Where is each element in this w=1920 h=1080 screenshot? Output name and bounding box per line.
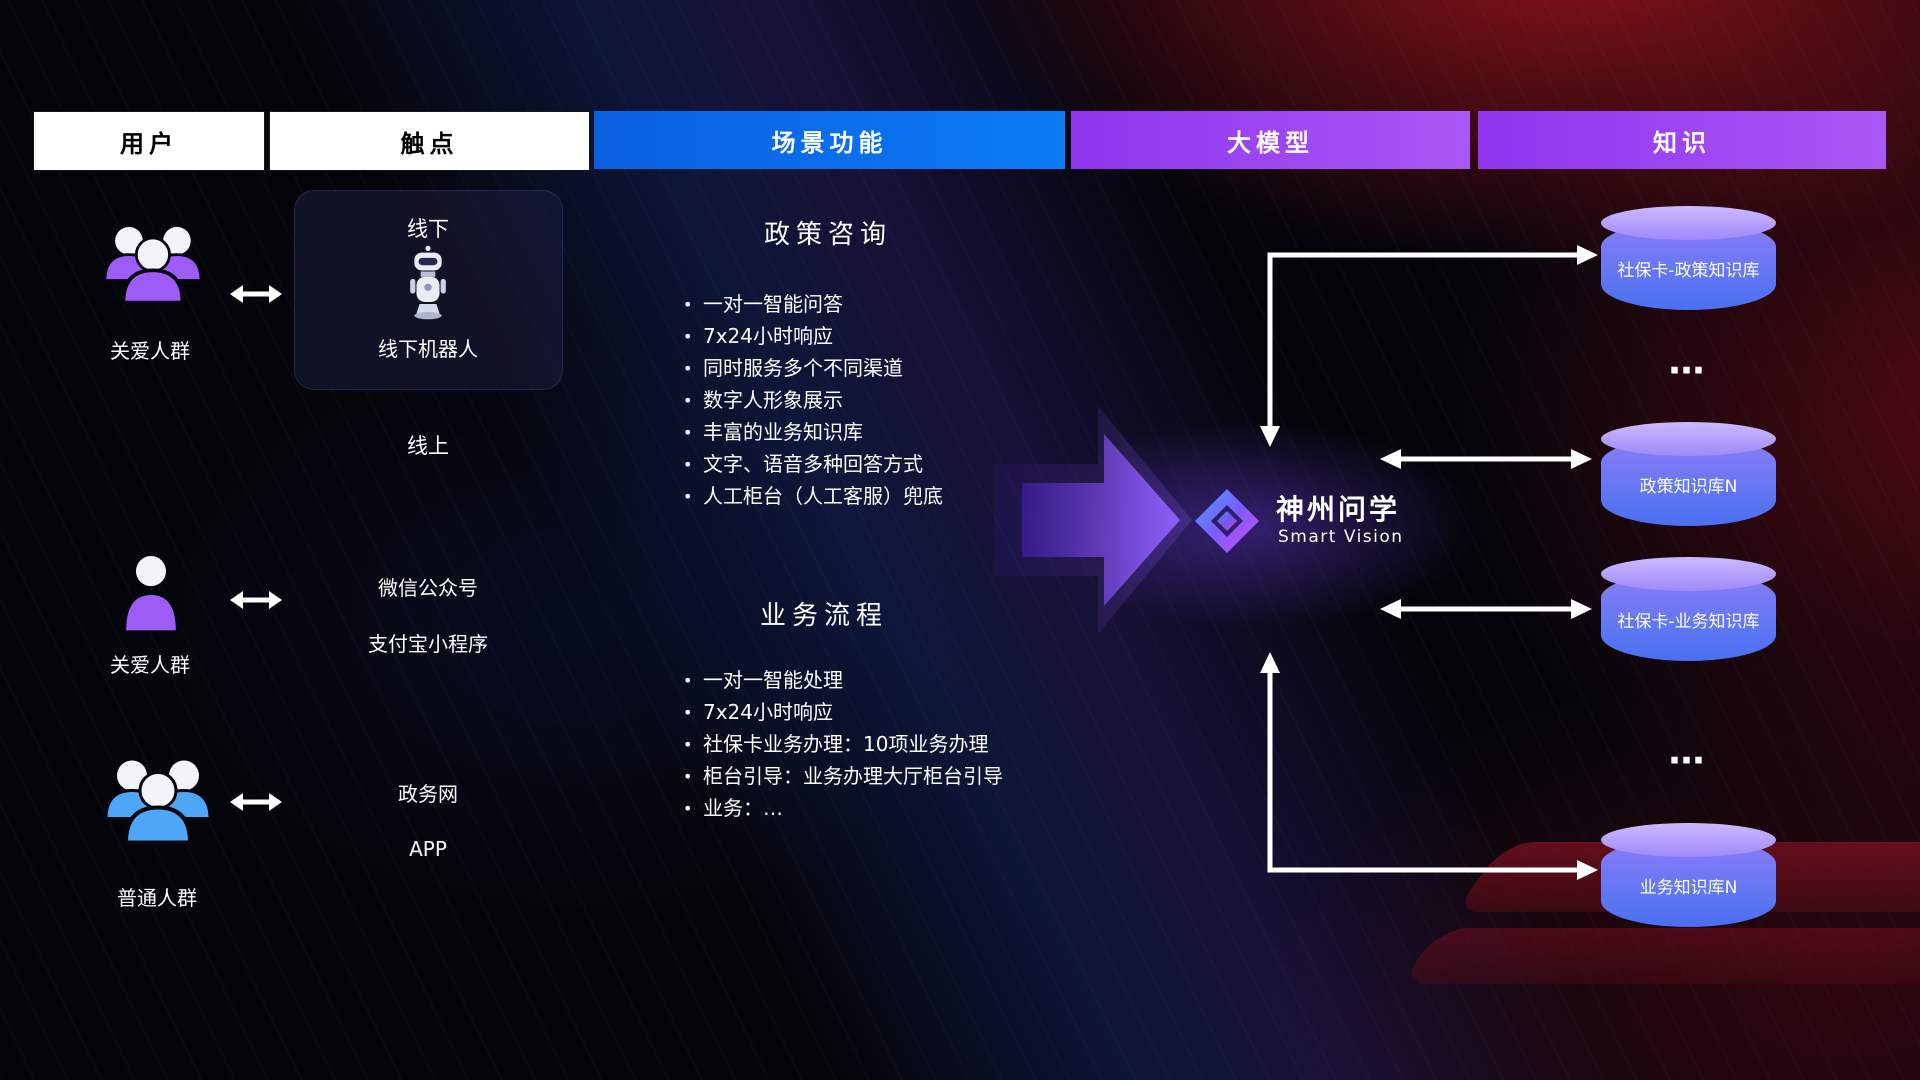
user-label: 关爱人群 [110,339,190,363]
business-bullet-list: 一对一智能处理 7x24小时响应 社保卡业务办理：10项业务办理 柜台引导：业务… [681,664,1003,825]
bidirectional-arrow-icon [230,285,282,303]
bullet-item: 丰富的业务知识库 [681,416,943,449]
wechat-label: 微信公众号 [378,576,478,600]
db-cylinder-policy-n: 政策知识库N [1601,422,1776,526]
connector-arrow-top [1260,245,1598,447]
column-header-touchpoints: 触点 [269,111,590,171]
db-cylinder-policy-sscard: 社保卡-政策知识库 [1601,206,1776,310]
bullet-item: 文字、语音多种回答方式 [681,448,943,481]
policy-bullet-list: 一对一智能问答 7x24小时响应 同时服务多个不同渠道 数字人形象展示 丰富的业… [681,288,943,513]
flow-arrow-icon [994,406,1192,634]
group-blue-icon [104,760,212,845]
alipay-label: 支付宝小程序 [368,632,488,656]
robot-icon [410,245,446,320]
db-label: 社保卡-业务知识库 [1617,612,1760,633]
online-label: 线上 [407,434,449,458]
bidirectional-arrow-icon [230,793,282,811]
bullet-item: 社保卡业务办理：10项业务办理 [681,728,1003,761]
db-lid [1601,206,1776,240]
model-name: 神州问学 [1276,493,1401,526]
bullet-item: 柜台引导：业务办理大厅柜台引导 [681,760,1003,793]
red-chevron-decor [1398,928,1920,984]
user-label: 关爱人群 [110,653,190,677]
db-label: 社保卡-政策知识库 [1617,261,1760,282]
gov-label: 政务网 [398,782,458,806]
bullet-item: 一对一智能问答 [681,288,943,321]
app-label: APP [409,837,447,861]
business-section-title: 业务流程 [759,601,889,631]
policy-section-title: 政策咨询 [763,220,893,250]
offline-robot-label: 线下机器人 [378,337,478,361]
bullet-item: 业务：… [681,792,1003,825]
model-glow-decor [1120,420,1480,630]
db-lid [1601,557,1776,591]
db-cylinder-business-n: 业务知识库N [1601,823,1776,927]
bullet-item: 7x24小时响应 [681,696,1003,729]
user-label: 普通人群 [117,886,197,910]
model-subtitle: Smart Vision [1278,527,1404,547]
column-header-model: 大模型 [1071,111,1470,169]
db-lid [1601,422,1776,456]
bullet-item: 数字人形象展示 [681,384,943,417]
bullet-item: 7x24小时响应 [681,320,943,353]
bullet-item: 同时服务多个不同渠道 [681,352,943,385]
connector-arrow-mid-2 [1380,599,1592,619]
bullet-item: 人工柜台（人工客服）兜底 [681,480,943,513]
column-header-users: 用户 [33,111,265,171]
connector-arrow-bottom [1260,652,1598,880]
db-label: 业务知识库N [1639,878,1738,899]
db-lid [1601,823,1776,857]
model-logo-icon [1195,489,1259,553]
ellipsis-bottom: … [1668,731,1708,773]
group-purple-icon [103,226,203,305]
db-label: 政策知识库N [1639,477,1738,498]
ellipsis-top: … [1668,341,1708,383]
person-purple-icon [126,556,176,631]
bidirectional-arrow-icon [230,591,282,609]
column-header-knowledge: 知识 [1478,111,1886,169]
offline-title: 线下 [407,217,449,241]
column-header-scenarios: 场景功能 [594,111,1065,169]
connector-arrow-mid-1 [1380,449,1592,469]
db-cylinder-business-sscard: 社保卡-业务知识库 [1601,557,1776,661]
bullet-item: 一对一智能处理 [681,664,1003,697]
